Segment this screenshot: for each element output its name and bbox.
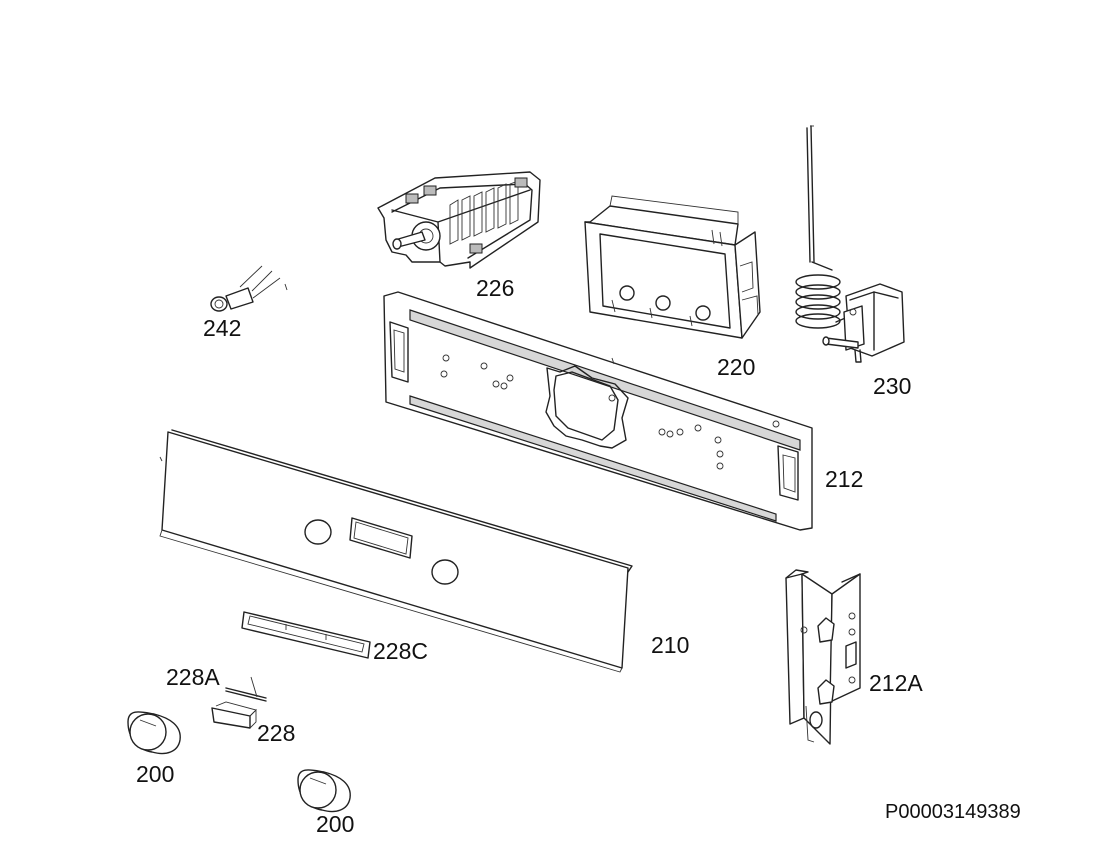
part-242-indicator-lamp xyxy=(210,265,288,312)
label-230: 230 xyxy=(873,373,912,399)
part-200-knob-left xyxy=(127,711,181,755)
label-228a: 228A xyxy=(166,664,220,690)
part-226-selector-switch xyxy=(377,171,541,269)
label-228: 228 xyxy=(257,720,296,746)
part-220-timer-housing xyxy=(584,195,761,339)
part-228-push-button xyxy=(211,701,257,729)
label-212a: 212A xyxy=(869,670,923,696)
part-210-front-fascia xyxy=(159,429,633,673)
part-228a-pin xyxy=(225,676,267,702)
part-200-knob-right xyxy=(297,769,351,813)
label-210: 210 xyxy=(651,632,690,658)
label-220: 220 xyxy=(717,354,756,380)
label-228c: 228C xyxy=(373,638,428,664)
label-212: 212 xyxy=(825,466,864,492)
part-212a-side-bracket xyxy=(785,569,861,745)
label-242: 242 xyxy=(203,315,242,341)
label-226: 226 xyxy=(476,275,515,301)
label-200-left: 200 xyxy=(136,761,175,787)
part-212-control-panel-frame xyxy=(383,291,813,531)
part-230-thermostat xyxy=(795,125,905,363)
drawing-code: P00003149389 xyxy=(885,801,1021,823)
part-228c-display-window xyxy=(241,611,371,659)
label-200-right: 200 xyxy=(316,811,355,837)
